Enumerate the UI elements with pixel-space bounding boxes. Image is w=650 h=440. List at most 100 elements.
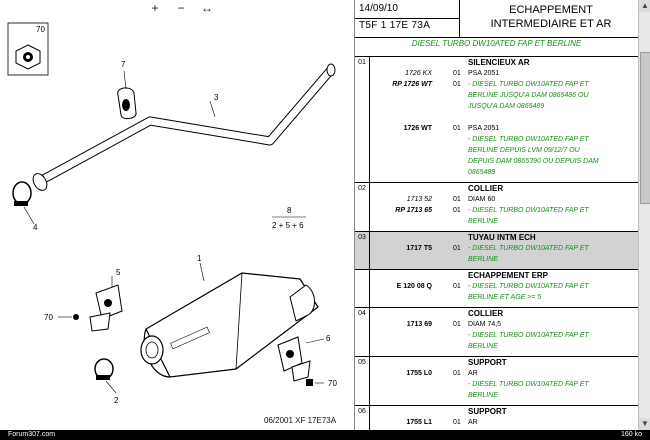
zoom-pan-icon[interactable]: ↔ [201, 1, 213, 15]
part-name: SUPPORT [468, 358, 507, 367]
part-qty: 01 [453, 70, 461, 77]
part-line[interactable]: RP 1726 WT 01 - DIESEL TURBO DW10ATED FAP … [371, 79, 638, 90]
part-number: 04 [355, 308, 370, 356]
callout-70-a: 70 [36, 25, 45, 34]
part-number: 03 [355, 232, 370, 269]
part-desc: - DIESEL TURBO DW10ATED FAP ET [468, 136, 589, 143]
callout-1: 1 [197, 254, 202, 263]
part-desc: DEPUIS DAM 0865390 OU DEPUIS DAM [468, 158, 599, 165]
part-line[interactable]: BERLINE [371, 390, 638, 401]
part-line[interactable]: 0865489 [371, 167, 638, 178]
part-name: COLLIER [468, 309, 504, 318]
part-desc: BERLINE ET AGE >= 5 [468, 294, 542, 301]
part-desc: - DIESEL TURBO DW10ATED FAP ET [468, 332, 589, 339]
callout-70-b: 70 [44, 313, 53, 322]
part-desc: BERLINE [468, 218, 498, 225]
parts-pane: 14/09/10 T5F 1 17E 73A ECHAPPEMENT INTER… [355, 0, 638, 431]
scrollbar-thumb[interactable] [640, 52, 650, 204]
part-desc: JUSQU'A DAM 0865489 [468, 103, 545, 110]
header-rule [355, 18, 459, 19]
part-desc: AR [468, 419, 478, 426]
part-ref: 1726 KX [405, 70, 432, 77]
part-ref: 1755 L1 [406, 419, 432, 426]
exhaust-diagram: 70 7 3 [0, 17, 354, 430]
zoom-in-icon[interactable]: + [151, 1, 159, 15]
part-number: 01 [355, 57, 370, 182]
part-qty: 01 [453, 283, 461, 290]
header-subtitle: DIESEL TURBO DW10ATED FAP ET BERLINE [411, 39, 582, 48]
part-desc: - DIESEL TURBO DW10ATED FAP ET [468, 81, 589, 88]
clamp-icon [12, 181, 32, 206]
part-line[interactable]: BERLINE [371, 216, 638, 227]
part-name: SUPPORT [468, 407, 507, 416]
zoom-out-icon[interactable]: − [177, 1, 185, 15]
nut-icon [306, 379, 313, 386]
part-line[interactable]: 1717 T5 01 - DIESEL TURBO DW10ATED FAP ET [371, 243, 638, 254]
part-line[interactable]: - DIESEL TURBO DW10ATED FAP ET [371, 379, 638, 390]
part-desc: PSA 2051 [468, 125, 500, 132]
callout-70-c: 70 [328, 379, 337, 388]
part-desc: - DIESEL TURBO DW10ATED FAP ET [468, 381, 589, 388]
part-qty: 01 [453, 207, 461, 214]
part-desc: - DIESEL TURBO DW10ATED FAP ET [468, 245, 589, 252]
leader-line [209, 100, 216, 118]
part-line[interactable]: BERLINE DEPUIS LVM 09/12/7 OU [371, 145, 638, 156]
header-title: ECHAPPEMENT INTERMEDIAIRE ET AR [465, 3, 637, 31]
scroll-up-icon[interactable]: ▲ [639, 0, 650, 12]
part-line[interactable]: - DIESEL TURBO DW10ATED FAP ET [371, 330, 638, 341]
part-line[interactable]: BERLINE ET AGE >= 5 [371, 292, 638, 303]
header-date: 14/09/10 [359, 3, 398, 14]
vertical-scrollbar[interactable]: ▲ ▼ [638, 0, 650, 430]
callout-2-5-6: 2 + 5 + 6 [272, 221, 304, 230]
part-qty: 01 [453, 81, 461, 88]
part-desc: BERLINE JUSQU'A DAM 0865486 OU [468, 92, 589, 99]
part-desc: BERLINE DEPUIS LVM 09/12/7 OU [468, 147, 580, 154]
support-bracket-icon [277, 336, 311, 382]
part-desc: DIAM 74,5 [468, 321, 502, 328]
part-line[interactable]: JUSQU'A DAM 0865489 [371, 101, 638, 112]
header-rule [355, 37, 638, 38]
part-line[interactable]: BERLINE JUSQU'A DAM 0865486 OU [371, 90, 638, 101]
part-desc: - DIESEL TURBO DW10ATED FAP ET [468, 283, 589, 290]
part-name: COLLIER [468, 184, 504, 193]
part-line[interactable]: DEPUIS DAM 0865390 OU DEPUIS DAM [371, 156, 638, 167]
part-line[interactable] [371, 112, 638, 123]
callout-2: 2 [114, 396, 119, 405]
part-ref: RP 1726 WT [392, 81, 432, 88]
part-line[interactable]: BERLINE [371, 254, 638, 265]
callout-8: 8 [287, 206, 292, 215]
part-qty: 01 [453, 196, 461, 203]
callout-5: 5 [116, 268, 121, 277]
rubber-hanger-icon [117, 87, 137, 120]
part-line[interactable]: - DIESEL TURBO DW10ATED FAP ET [371, 134, 638, 145]
part-qty: 01 [453, 370, 461, 377]
scroll-down-icon[interactable]: ▼ [639, 418, 650, 430]
nut-detail-box [7, 22, 49, 76]
part-ref: 1717 T5 [406, 245, 432, 252]
part-number [355, 270, 370, 307]
part-qty: 01 [453, 245, 461, 252]
part-line[interactable]: BERLINE [371, 341, 638, 352]
callout-7: 7 [121, 60, 126, 69]
